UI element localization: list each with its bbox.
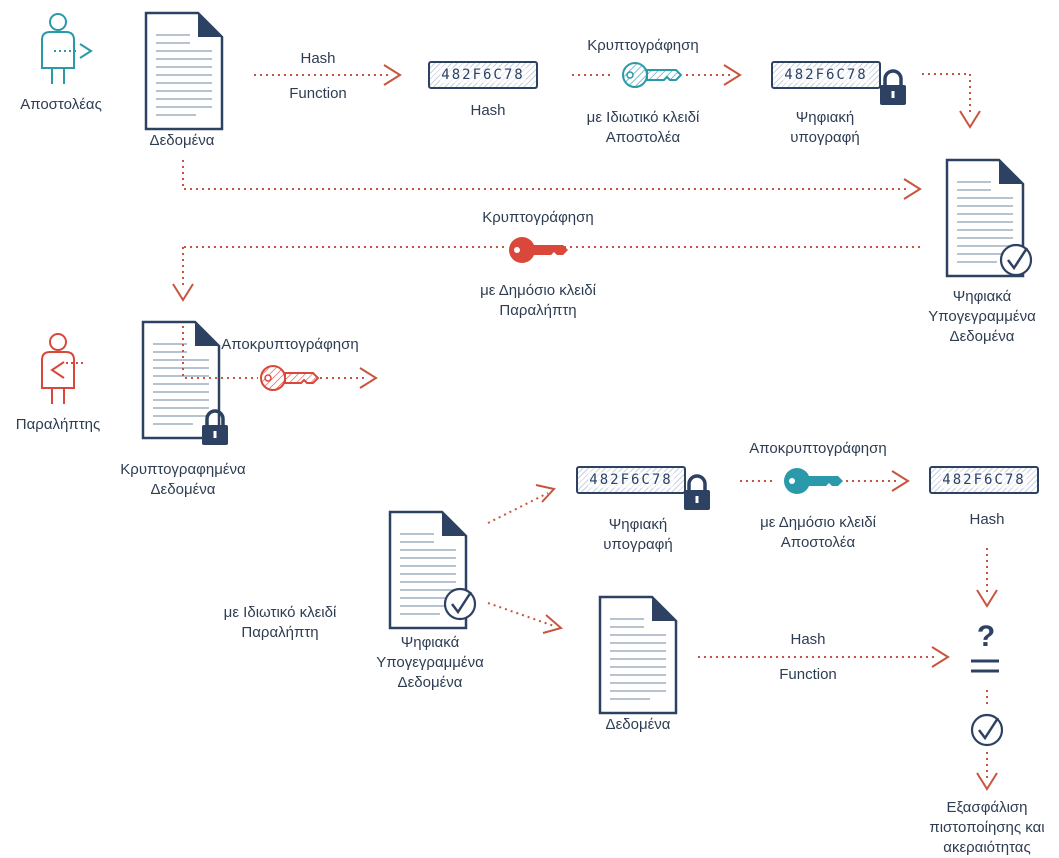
encrypt-arrow (686, 64, 741, 86)
hash-function-bottom-line2: Function (779, 666, 837, 683)
lock-icon (682, 474, 712, 512)
sender-label: Αποστολέας (20, 96, 102, 113)
equals-icon (971, 659, 999, 673)
decrypt-private-arrow (182, 326, 377, 389)
signature-to-signed-arrow (922, 73, 981, 128)
hash-function-arrow (254, 64, 401, 86)
signed-document-bottom-icon (388, 510, 477, 630)
public-key-receiver-line1: με Δημόσιο κλειδί (480, 282, 596, 299)
public-key-receiver-label: με Δημόσιο κλειδί Παραλήπτη (480, 281, 596, 321)
decrypt-public-title: Αποκρυπτογράφηση (749, 440, 887, 457)
signature-bottom-label: Ψηφιακή υπογραφή (603, 515, 672, 555)
hash-value-bottom-text: 482F6C78 (941, 472, 1027, 488)
document-icon (598, 595, 678, 715)
private-key-receiver-line1: με Ιδιωτικό κλειδί (223, 604, 337, 621)
public-key-sender-label: με Δημόσιο κλειδί Αποστολέα (760, 513, 876, 553)
receiver-person-icon (41, 333, 86, 404)
encrypted-line2: Δεδομένα (150, 481, 216, 498)
result-line2: πιστοποίησης και (929, 819, 1045, 836)
result-line3: ακεραιότητας (943, 839, 1031, 856)
signature-bottom-line2: υπογραφή (603, 536, 673, 553)
document-icon (144, 11, 224, 131)
signature-bottom-line1: Ψηφιακή (608, 516, 668, 533)
receiver-label: Παραλήπτης (15, 416, 101, 433)
encrypt-key-line1: με Ιδιωτικό κλειδί (586, 109, 700, 126)
encrypted-data-label: Κρυπτογραφημένα Δεδομένα (120, 460, 245, 500)
signed-bottom-line3: Δεδομένα (397, 674, 463, 691)
hash-function-label-line2: Function (289, 85, 347, 102)
public-key-sender-line2: Αποστολέα (780, 534, 856, 551)
data-to-signed-arrow (182, 160, 921, 200)
hash-value-text: 482F6C78 (440, 67, 526, 83)
hash-label: Hash (470, 102, 506, 119)
public-key-sender-line1: με Δημόσιο κλειδί (760, 514, 876, 531)
private-key-receiver-line2: Παραλήπτη (241, 624, 319, 641)
signature-line2: υπογραφή (790, 129, 860, 146)
signature-line1: Ψηφιακή (795, 109, 855, 126)
sender-person-icon (41, 13, 93, 84)
hash-function-bottom-line1: Hash (790, 631, 826, 648)
signed-line1: Ψηφιακά (952, 288, 1012, 305)
hash-function-arrow-bottom (698, 646, 949, 668)
signed-data-label: Ψηφιακά Υπογεγραμμένα Δεδομένα (928, 287, 1036, 347)
encrypt-public-title: Κρυπτογράφηση (482, 209, 594, 226)
hash-value-box: 482F6C78 (428, 61, 538, 89)
signed-bottom-line2: Υπογεγραμμένα (376, 654, 484, 671)
encrypted-document-icon (141, 320, 230, 447)
compare-question-mark: ? (976, 620, 996, 653)
check-to-result-arrow (976, 752, 998, 790)
result-label: Εξασφάλιση πιστοποίησης και ακεραιότητας (929, 798, 1044, 858)
data-label: Δεδομένα (149, 132, 215, 149)
encrypted-line1: Κρυπτογραφημένα (120, 461, 246, 478)
signature-value-box-bottom: 482F6C78 (576, 466, 686, 494)
encrypt-key-label: με Ιδιωτικό κλειδί Αποστολέα (587, 108, 700, 148)
signature-label: Ψηφιακή υπογραφή (790, 108, 859, 148)
public-key-receiver-line2: Παραλήπτη (499, 302, 577, 319)
public-key-receiver-icon (509, 237, 568, 263)
hash-value-box-bottom: 482F6C78 (929, 466, 1039, 494)
split-arrow-up (487, 484, 556, 524)
encrypt-key-line2: Αποστολέα (605, 129, 681, 146)
signed-bottom-line1: Ψηφιακά (400, 634, 460, 651)
signed-data-bottom-label: Ψηφιακά Υπογεγραμμένα Δεδομένα (376, 633, 484, 693)
split-arrow-down (487, 602, 564, 634)
private-key-sender-icon (622, 62, 683, 88)
decrypt-public-arrow (740, 470, 909, 492)
lock-icon (878, 69, 908, 107)
signature-value-text: 482F6C78 (783, 67, 869, 83)
private-key-receiver-label: με Ιδιωτικό κλειδί Παραλήπτη (224, 603, 337, 643)
signature-value-bottom-text: 482F6C78 (588, 472, 674, 488)
signature-value-box: 482F6C78 (771, 61, 881, 89)
result-line1: Εξασφάλιση (946, 799, 1028, 816)
signed-line2: Υπογεγραμμένα (928, 308, 1036, 325)
signed-document-icon (945, 158, 1033, 278)
public-key-encrypt-arrow (172, 246, 920, 301)
hash-bottom-label: Hash (969, 511, 1005, 528)
data-bottom-label: Δεδομένα (605, 716, 671, 733)
hash-function-label-line1: Hash (300, 50, 336, 67)
signed-line3: Δεδομένα (949, 328, 1015, 345)
private-key-receiver-icon (260, 365, 320, 391)
verified-check-icon (970, 713, 1004, 747)
decrypt-private-title: Αποκρυπτογράφηση (221, 336, 359, 353)
encrypt-title: Κρυπτογράφηση (587, 37, 699, 54)
public-key-sender-icon (784, 468, 843, 494)
hash-to-compare-arrow (976, 548, 998, 607)
